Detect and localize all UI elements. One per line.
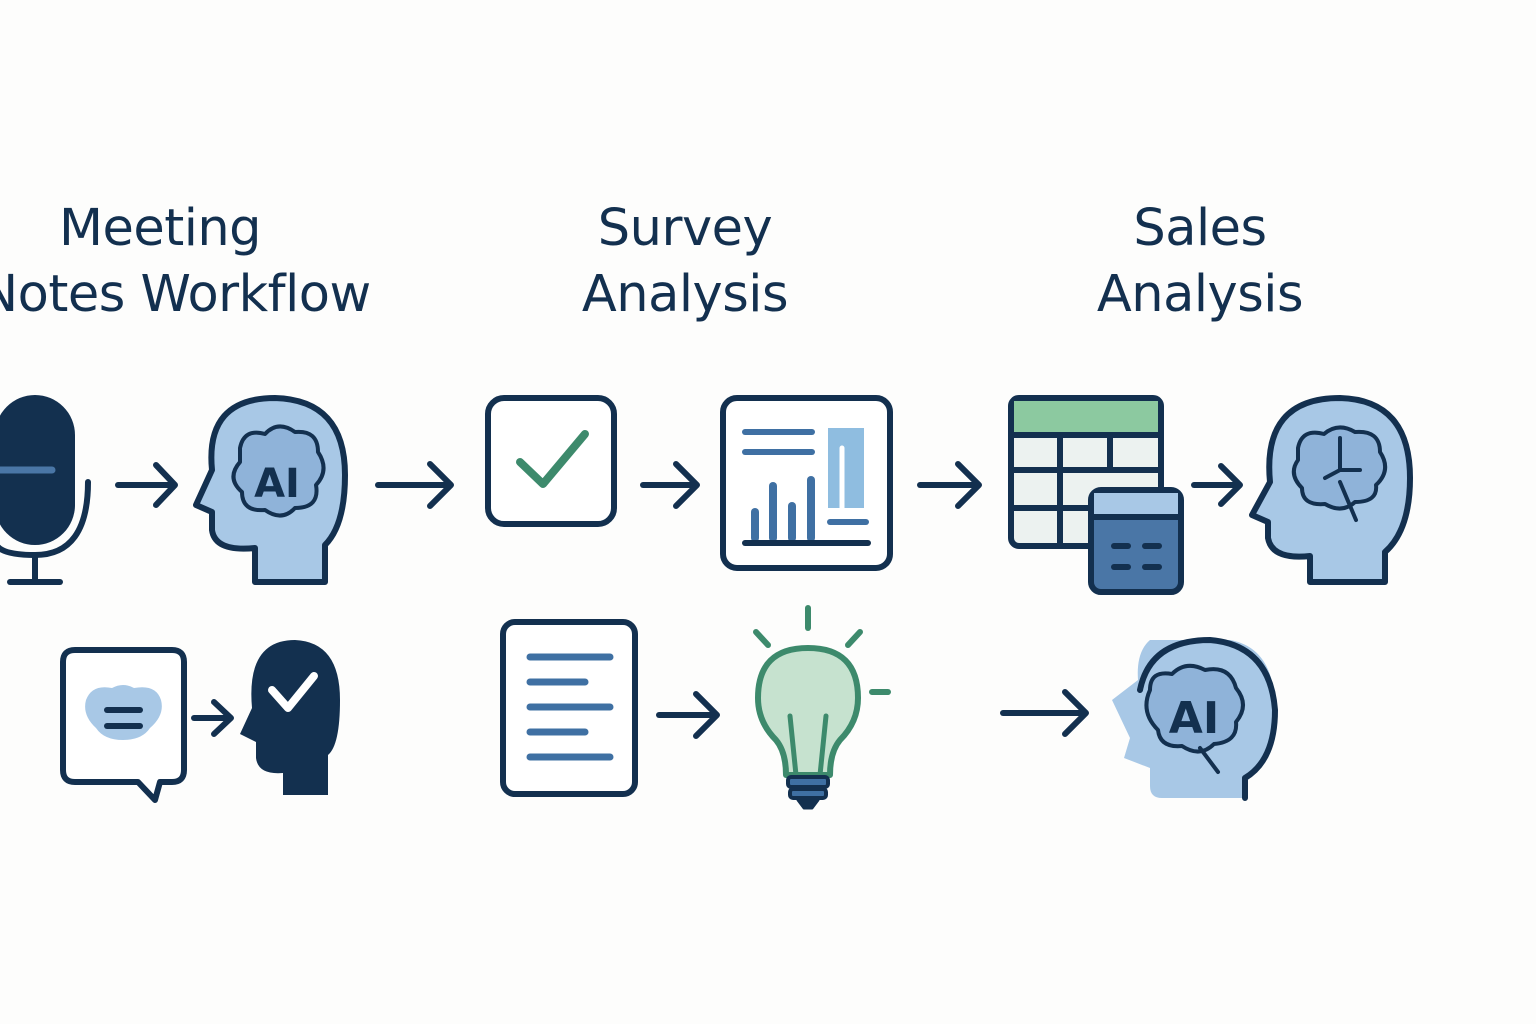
- ai-head-icon: AI: [1112, 637, 1278, 801]
- report-chart-icon: [720, 395, 893, 571]
- arrow-right-icon: [640, 461, 700, 509]
- survey-title-line-1: Survey: [597, 199, 773, 258]
- chat-bubble-icon: [60, 647, 187, 803]
- arrow-right-icon: [191, 699, 234, 737]
- sales-analysis-title: Sales Analysis: [1020, 196, 1380, 328]
- ai-label: AI: [254, 461, 300, 507]
- calculator-icon: [1088, 487, 1184, 595]
- lightbulb-icon: [753, 605, 891, 810]
- brain-head-icon: [1249, 395, 1413, 585]
- arrow-right-icon: [1000, 689, 1089, 737]
- arrow-right-icon: [115, 462, 178, 508]
- survey-title-line-2: Analysis: [581, 265, 789, 324]
- sales-title-line-1: Sales: [1133, 199, 1267, 258]
- arrow-right-icon: [1191, 463, 1243, 507]
- microphone-icon: [0, 395, 91, 585]
- survey-analysis-title: Survey Analysis: [505, 196, 865, 328]
- arrow-right-icon: [656, 691, 720, 739]
- check-head-icon: [240, 640, 340, 795]
- sales-title-line-2: Analysis: [1096, 265, 1304, 324]
- arrow-right-icon: [917, 461, 982, 509]
- meeting-title-line-2: Notes Workflow: [0, 265, 371, 324]
- ai-label: AI: [1169, 693, 1219, 744]
- meeting-title-line-1: Meeting: [58, 199, 262, 258]
- checkbox-icon: [485, 395, 617, 527]
- ai-head-icon: AI: [193, 395, 348, 585]
- document-icon: [500, 619, 638, 797]
- arrow-right-icon: [375, 461, 454, 509]
- meeting-notes-title: Meeting Notes Workflow: [0, 196, 371, 328]
